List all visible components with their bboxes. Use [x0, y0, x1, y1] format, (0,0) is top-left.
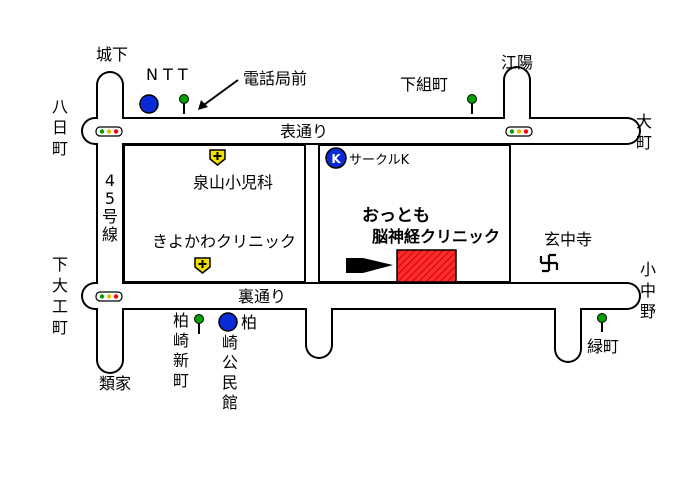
circle-k-badge-text: K	[331, 152, 341, 166]
label-konakano-1: 小	[640, 260, 656, 279]
label-izumiyama-shonika: 泉山小児科	[193, 173, 273, 192]
clinic-building-marker	[396, 249, 457, 283]
label-clinic-name-2: 脳神経クリニック	[372, 227, 500, 246]
label-omachi-2: 町	[636, 133, 652, 152]
bus-stop-icon	[597, 313, 607, 332]
bus-stop-icon	[467, 94, 477, 114]
label-kiyokawa-clinic: きよかわクリニック	[152, 232, 296, 251]
label-shimogumicho: 下組町	[400, 75, 448, 94]
label-ruiya: 類家	[99, 374, 131, 393]
label-ntt: N T T	[146, 65, 188, 84]
label-midorimachi: 緑町	[587, 337, 619, 356]
label-kashiwazaki-shinmachi-3: 新	[173, 351, 189, 370]
bus-stop-icon	[194, 314, 204, 334]
label-kashiwazaki-kominkan-5: 館	[222, 393, 238, 412]
label-route45-2: 5	[105, 189, 115, 208]
label-clinic-name-1: おっとも	[362, 206, 430, 226]
label-ura-dori: 裏通り	[238, 287, 286, 306]
label-kashiwazaki-kominkan-3: 公	[222, 353, 238, 372]
label-yokamachi-2: 日	[52, 118, 68, 137]
traffic-signal-icon	[95, 126, 123, 137]
temple-manji-icon	[539, 253, 559, 273]
traffic-signal-icon	[505, 126, 533, 137]
label-konakano-3: 野	[640, 302, 656, 321]
hospital-marker-icon	[209, 149, 226, 166]
label-yokamachi-1: 八	[52, 97, 68, 116]
label-omote-dori: 表通り	[280, 122, 328, 141]
bus-stop-pointer-arrow-icon	[198, 79, 239, 110]
label-shimodaikumachi-2: 大	[52, 276, 68, 295]
label-yokamachi-3: 町	[52, 139, 68, 158]
label-kashiwazaki-shinmachi-4: 町	[173, 371, 189, 390]
kominkan-marker-icon	[218, 312, 238, 332]
label-circle-k: サークルK	[349, 153, 410, 168]
label-kashiwazaki-kominkan-2: 崎	[222, 333, 238, 352]
clinic-pointer-arrow-icon	[346, 258, 393, 273]
label-genchuji: 玄中寺	[544, 230, 592, 249]
label-shimodaikumachi-4: 町	[52, 318, 68, 337]
label-shimodaikumachi-1: 下	[52, 255, 68, 274]
label-koyo: 江陽	[501, 53, 533, 72]
label-kashiwazaki-shinmachi-2: 崎	[173, 331, 189, 350]
label-kashiwazaki-kominkan-1: 柏	[241, 313, 257, 332]
label-konakano-2: 中	[640, 281, 656, 300]
label-shimodaikumachi-3: 工	[52, 297, 68, 316]
label-kashiwazaki-kominkan-4: 民	[222, 373, 238, 392]
label-route45-4: 線	[102, 225, 118, 244]
ntt-marker-icon	[139, 94, 159, 114]
hospital-marker-icon	[194, 257, 211, 274]
label-route45-3: 号	[102, 207, 118, 226]
label-kashiwazaki-shinmachi-1: 柏	[173, 311, 189, 330]
label-route45-1: 4	[105, 171, 115, 190]
circle-k-badge-icon	[325, 147, 347, 169]
label-denwakyoku-mae: 電話局前	[243, 69, 307, 88]
bus-stop-icon	[179, 94, 189, 114]
label-omachi-1: 大	[636, 112, 652, 131]
label-shiroshita: 城下	[96, 45, 128, 64]
traffic-signal-icon	[95, 291, 123, 302]
block-west	[123, 144, 306, 283]
